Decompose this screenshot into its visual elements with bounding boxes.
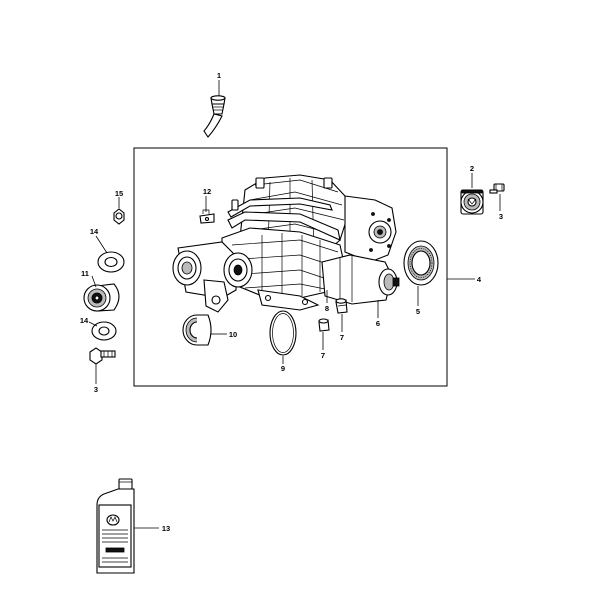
callout-13: 13 [162,524,170,533]
assembly-frame [133,147,448,387]
callout-6: 6 [376,319,380,328]
leader-lines [88,80,501,529]
callout-numbers: 1 2 3 4 5 6 7 7 8 9 10 11 12 13 14 14 15… [80,71,503,533]
seal-part[interactable] [403,240,439,286]
washer-bottom-part[interactable] [91,321,117,341]
vent-tube-part[interactable] [203,95,226,138]
callout-7-left: 7 [321,351,325,360]
callout-12: 12 [203,187,211,196]
callout-3-right: 3 [499,212,503,221]
plug-right-part[interactable] [335,298,348,314]
plug-left-part[interactable] [318,318,330,332]
callout-9: 9 [281,364,285,373]
callout-4: 4 [477,275,482,284]
callout-1: 1 [217,71,221,80]
bolt-left-part[interactable] [89,347,116,365]
callout-15: 15 [115,189,123,198]
callout-14-bottom: 14 [80,316,89,325]
washer-top-part[interactable] [97,251,125,273]
callout-10: 10 [229,330,237,339]
callout-14-top: 14 [90,227,99,236]
pinion-flange-part[interactable] [460,189,484,215]
callout-3-left: 3 [94,385,98,394]
callout-11: 11 [81,269,89,278]
callout-8: 8 [325,304,329,313]
axle-seal-part[interactable] [182,314,212,346]
callout-7-right: 7 [340,333,344,342]
callout-2: 2 [470,164,474,173]
oil-bottle-part[interactable] [96,478,135,574]
bolt-right-part[interactable] [489,183,505,194]
o-ring-part[interactable] [269,310,297,356]
bushing-part[interactable] [83,283,120,312]
callout-5: 5 [416,307,420,316]
nut-part[interactable] [113,208,125,225]
clip-part[interactable] [199,209,215,224]
differential-housing[interactable] [172,174,400,313]
